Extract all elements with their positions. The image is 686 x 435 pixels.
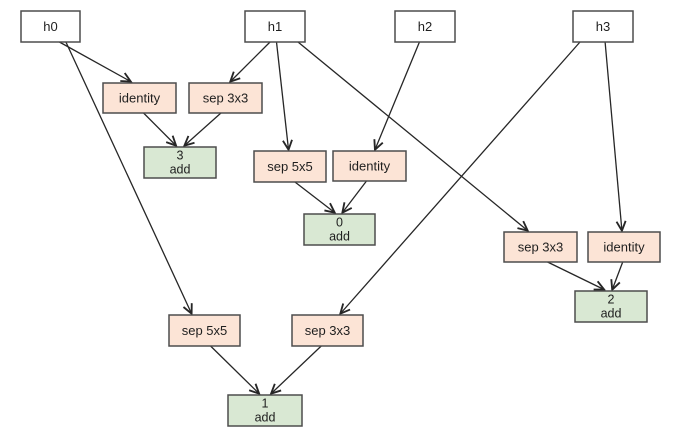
node-label-add-3-line1: add: [170, 163, 191, 177]
edge-sep3x3-c-to-add-1: [271, 345, 322, 394]
edge-h3-to-sep3x3-c: [341, 41, 581, 314]
node-h3: h3: [572, 10, 634, 43]
edge-h1-to-sep5x5-a: [275, 41, 289, 150]
edge-h0-to-sep5x5-b: [65, 41, 192, 314]
node-box-h2: [394, 10, 456, 43]
node-label-add-0-line0: 0: [336, 216, 343, 230]
node-label-add-2-line0: 2: [608, 293, 615, 307]
edge-h0-to-identity-a: [59, 41, 130, 82]
node-label-identity-c: identity: [603, 240, 645, 255]
node-identity-c: identity: [587, 231, 661, 263]
edge-h1-to-sep3x3-b: [297, 41, 528, 231]
node-box-sep3x3-b: [503, 231, 578, 263]
node-label-sep5x5-a: sep 5x5: [267, 159, 313, 174]
edge-identity-b-to-add-0: [343, 180, 368, 213]
node-box-add-2: [574, 290, 648, 323]
node-sep3x3-b: sep 3x3: [503, 231, 578, 263]
node-box-add-1: [227, 394, 303, 427]
node-h2: h2: [394, 10, 456, 43]
edge-identity-a-to-add-3: [143, 112, 176, 146]
node-label-h0: h0: [43, 19, 57, 34]
node-box-identity-a: [102, 82, 177, 114]
node-label-h1: h1: [268, 19, 282, 34]
node-sep5x5-a: sep 5x5: [253, 150, 327, 183]
node-label-sep5x5-b: sep 5x5: [182, 323, 228, 338]
node-label-identity-a: identity: [119, 91, 161, 106]
node-identity-a: identity: [102, 82, 177, 114]
node-sep3x3-c: sep 3x3: [291, 314, 364, 347]
edge-h3-to-identity-c: [604, 41, 622, 231]
node-label-add-3-line0: 3: [177, 149, 184, 163]
edge-identity-c-to-add-2: [612, 261, 624, 290]
node-identity-b: identity: [332, 150, 407, 182]
node-box-identity-b: [332, 150, 407, 182]
node-label-add-2-line1: add: [601, 307, 622, 321]
node-label-h2: h2: [418, 19, 432, 34]
edge-sep3x3-b-to-add-2: [547, 261, 604, 290]
node-box-identity-c: [587, 231, 661, 263]
node-sep5x5-b: sep 5x5: [168, 314, 241, 347]
node-label-add-0-line1: add: [329, 230, 350, 244]
node-label-h3: h3: [596, 19, 610, 34]
edge-sep5x5-b-to-add-1: [210, 345, 259, 394]
node-h0: h0: [20, 10, 81, 43]
node-box-sep3x3-c: [291, 314, 364, 347]
node-box-sep5x5-b: [168, 314, 241, 347]
edge-h1-to-sep3x3-a: [230, 41, 271, 82]
node-label-sep3x3-a: sep 3x3: [203, 91, 249, 106]
edges-layer: [59, 41, 624, 394]
node-label-sep3x3-c: sep 3x3: [305, 323, 351, 338]
node-label-add-1-line1: add: [255, 411, 276, 425]
node-box-h0: [20, 10, 81, 43]
edge-h2-to-identity-b: [375, 41, 421, 150]
node-box-add-3: [143, 146, 217, 179]
node-box-sep3x3-a: [188, 82, 263, 114]
edge-sep3x3-a-to-add-3: [185, 112, 222, 146]
node-box-sep5x5-a: [253, 150, 327, 183]
node-sep3x3-a: sep 3x3: [188, 82, 263, 114]
node-box-h3: [572, 10, 634, 43]
node-label-add-1-line0: 1: [262, 397, 269, 411]
node-h1: h1: [244, 10, 306, 43]
node-box-h1: [244, 10, 306, 43]
node-box-add-0: [303, 213, 376, 246]
node-label-identity-b: identity: [349, 159, 391, 174]
node-label-sep3x3-b: sep 3x3: [518, 240, 564, 255]
edge-sep5x5-a-to-add-0: [294, 181, 335, 213]
